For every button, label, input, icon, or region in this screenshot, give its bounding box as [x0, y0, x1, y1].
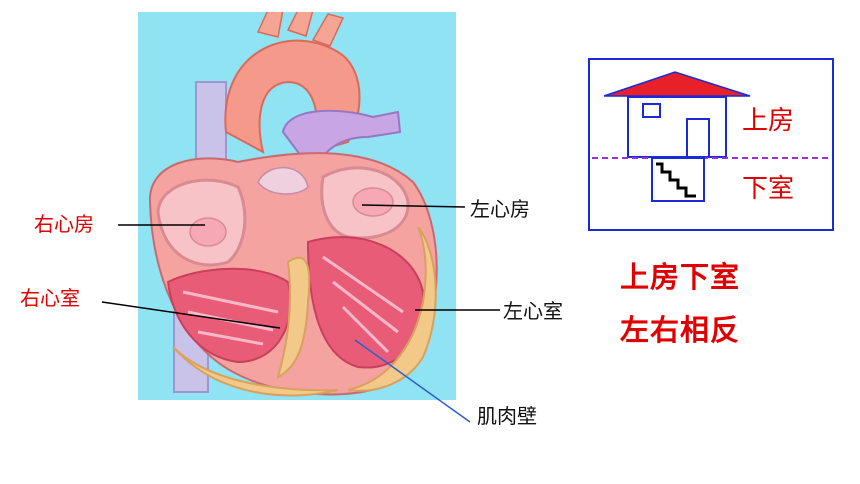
house-analogy-diagram: 上房 下室: [588, 58, 834, 231]
stairs-icon: [656, 162, 696, 198]
right-atrium-label: 右心房: [34, 212, 94, 236]
left-atrium-leader: [361, 204, 466, 208]
upper-room-label: 上房: [742, 106, 795, 136]
summary-line-1: 上房下室: [620, 260, 741, 294]
muscle-wall-leader: [354, 339, 471, 423]
roof-shape: [603, 71, 751, 97]
window-shape: [642, 103, 661, 118]
summary-line-2: 左右相反: [620, 313, 741, 347]
right-ventricle-leader: [101, 301, 281, 329]
muscle-wall-label: 肌肉壁: [477, 404, 537, 428]
left-ventricle-label: 左心室: [503, 299, 563, 323]
door-shape: [686, 118, 710, 158]
lower-room-label: 下室: [742, 174, 795, 204]
left-atrium-label: 左心房: [470, 197, 530, 221]
house-drawing: [592, 71, 830, 202]
right-ventricle-label: 右心室: [20, 286, 80, 310]
heart-cross-section-image: [148, 12, 438, 397]
